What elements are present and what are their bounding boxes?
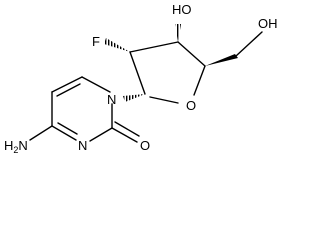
nitrogen-n1-label: N (107, 92, 116, 107)
bond-c4-nh2 (29, 125, 53, 141)
hashed-bond-c1-n1 (123, 94, 145, 102)
bond-c2-o (111, 127, 138, 143)
amine-h: H (4, 138, 13, 153)
bond-ch2-oh (235, 31, 263, 57)
bond-c6-c5 (51, 76, 83, 93)
amine-subscript: 2 (13, 145, 18, 155)
bond-c2-o-double (114, 121, 140, 137)
ring-oxygen-label: O (186, 98, 196, 113)
bond-c4-o (193, 65, 206, 96)
bond-c4-n3 (51, 125, 77, 141)
wedge-bond-c4-ch2 (205, 54, 238, 66)
fluorine-label: F (92, 34, 100, 49)
hydroxyl-label-ring: HO (172, 2, 192, 17)
bond-n3-c2 (89, 127, 113, 142)
bond-c2-c3 (129, 41, 179, 53)
bond-o-c1 (149, 96, 179, 104)
bond-c3-c4 (177, 41, 206, 67)
chemical-structure-diagram: HO F OH N O N O H2N (4, 2, 278, 155)
hashed-bond-c3-oh (175, 24, 181, 42)
nitrogen-n3-label: N (78, 138, 87, 153)
bond-c4-n3-double (57, 122, 78, 135)
pyrimidine-ring (29, 76, 140, 143)
hydroxyl-label-chain: OH (258, 16, 278, 31)
bond-n1-c6 (81, 76, 111, 93)
hashed-bond-c2-f (104, 38, 130, 52)
bond-c1-c2 (129, 51, 146, 95)
amine-label: H2N (4, 138, 28, 155)
furanose-ring (129, 41, 206, 104)
amine-n: N (18, 138, 27, 153)
carbonyl-oxygen-label: O (140, 138, 150, 153)
bond-c6-c5-double (56, 83, 81, 97)
